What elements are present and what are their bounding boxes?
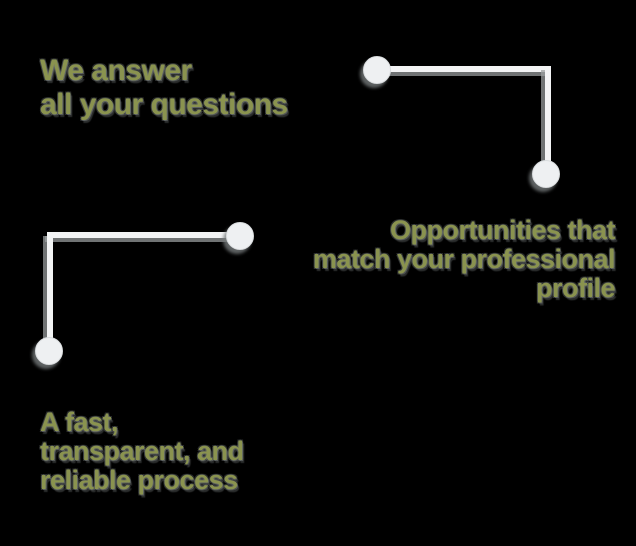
connector-dot-icon	[35, 337, 63, 365]
feature-answers-line-2: all your questions	[40, 88, 288, 121]
connector-dot-icon	[363, 56, 391, 84]
feature-process-line-3: reliable process	[40, 465, 238, 495]
feature-process: A fast, transparent, and reliable proces…	[40, 408, 244, 495]
connector-horizontal-line	[377, 66, 551, 72]
feature-process-line-1: A fast,	[40, 407, 119, 437]
connector-horizontal-line	[49, 232, 234, 238]
feature-opportunities: Opportunities that match your profession…	[312, 215, 616, 303]
connector-vertical-line	[545, 66, 551, 168]
feature-answers: We answer all your questions	[40, 54, 288, 122]
connector-dot-icon	[532, 160, 560, 188]
feature-opportunities-line-1: Opportunities that	[390, 215, 615, 245]
feature-process-line-2: transparent, and	[40, 436, 244, 466]
feature-answers-line-1: We answer	[40, 54, 192, 87]
connector-dot-icon	[226, 222, 254, 250]
feature-opportunities-line-2: match your professional	[312, 244, 616, 274]
connector-vertical-line	[47, 232, 53, 340]
feature-opportunities-line-3: profile	[535, 273, 616, 303]
